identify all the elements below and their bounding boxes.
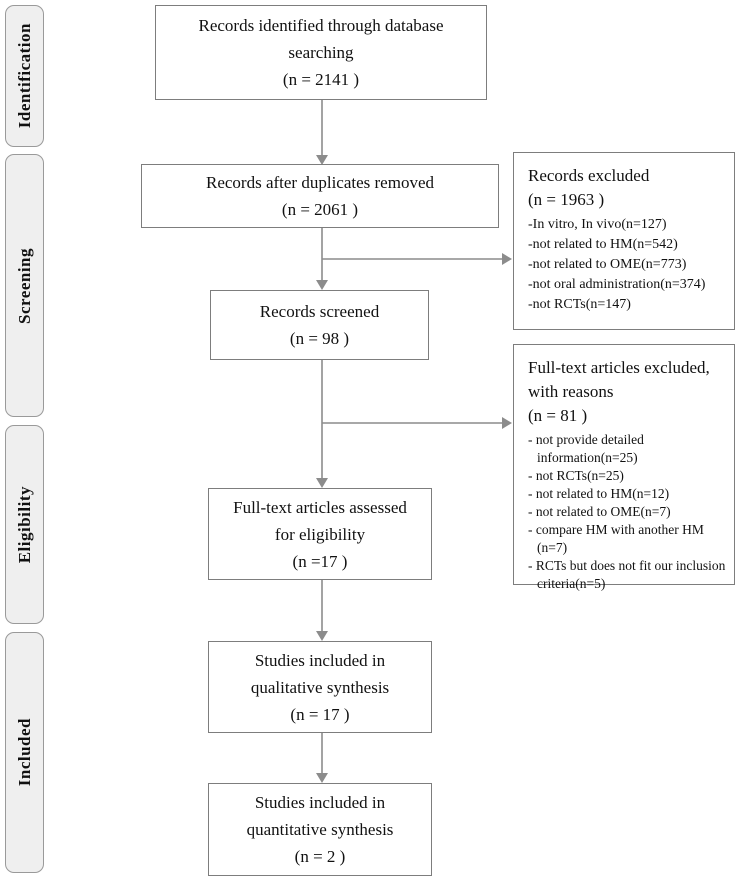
arrowhead-down-3 <box>316 478 328 488</box>
exclusion-count: (n = 81 ) <box>528 406 588 425</box>
stage-included-label: Included <box>14 718 34 787</box>
exclusion-title: Records excluded <box>528 166 650 185</box>
stage-eligibility: Eligibility <box>5 425 44 624</box>
exclusion-reason: -In vitro, In vivo(n=127) <box>528 217 667 232</box>
stage-included: Included <box>5 632 44 873</box>
box-line: for eligibility <box>274 524 366 544</box>
stage-screening-label: Screening <box>14 247 34 324</box>
box-line: Studies included in <box>254 793 386 812</box>
box-line: qualitative synthesis <box>250 677 390 697</box>
arrowhead-down-2 <box>316 280 328 290</box>
box-count: (n = 2061 ) <box>281 200 359 219</box>
arrowhead-down-4 <box>316 631 328 641</box>
exclusion-reason-list: - not provide detailed information(n=25)… <box>528 431 728 593</box>
arrowhead-down-5 <box>316 773 328 783</box>
exclusion-reason: - compare HM with another HM (n=7) <box>528 522 704 555</box>
box-count: (n = 17 ) <box>290 704 350 724</box>
exclusion-title: with reasons <box>528 382 614 401</box>
arrowhead-right-1 <box>502 253 512 265</box>
box-line: Records screened <box>259 302 380 321</box>
box-fulltext-assessed: Full-text articles assessed for eligibil… <box>208 488 432 580</box>
stage-screening: Screening <box>5 154 44 417</box>
box-records-identified: Records identified through database sear… <box>155 5 487 100</box>
exclusion-count: (n = 1963 ) <box>528 190 605 209</box>
arrowhead-right-2 <box>502 417 512 429</box>
box-duplicates-removed: Records after duplicates removed (n = 20… <box>141 164 499 228</box>
box-line: searching <box>288 43 354 62</box>
stage-identification: Identification <box>5 5 44 147</box>
exclusion-reason: - RCTs but does not fit our inclusion cr… <box>528 558 726 591</box>
exclusion-reason: - not RCTs(n=25) <box>528 468 624 483</box>
box-line: Full-text articles assessed <box>233 497 407 517</box>
box-line: Studies included in <box>254 650 386 670</box>
stage-eligibility-label: Eligibility <box>14 485 34 564</box>
box-quantitative-synthesis: Studies included in quantitative synthes… <box>208 783 432 876</box>
exclusion-reason: - not provide detailed information(n=25) <box>528 432 644 465</box>
box-line: quantitative synthesis <box>246 820 394 839</box>
box-count: (n = 2 ) <box>294 847 346 866</box>
box-fulltext-excluded: Full-text articles excluded, with reason… <box>513 344 735 591</box>
exclusion-reason: -not related to OME(n=773) <box>528 257 687 272</box>
exclusion-reason-list: -In vitro, In vivo(n=127) -not related t… <box>528 215 728 315</box>
exclusion-reason: -not related to HM(n=542) <box>528 237 678 252</box>
exclusion-reason: -not oral administration(n=374) <box>528 277 706 292</box>
box-qualitative-synthesis: Studies included in qualitative synthesi… <box>208 641 432 733</box>
box-count: (n =17 ) <box>292 551 348 571</box>
exclusion-reason: - not related to OME(n=7) <box>528 504 671 519</box>
box-count: (n = 98 ) <box>289 329 350 348</box>
stage-identification-label: Identification <box>14 23 34 129</box>
exclusion-reason: - not related to HM(n=12) <box>528 486 670 501</box>
exclusion-reason: -not RCTs(n=147) <box>528 297 631 312</box>
box-records-screened: Records screened (n = 98 ) <box>210 290 429 360</box>
box-records-excluded: Records excluded (n = 1963 ) -In vitro, … <box>513 152 735 330</box>
box-count: (n = 2141 ) <box>282 70 360 89</box>
exclusion-title: Full-text articles excluded, <box>528 358 710 377</box>
box-line: Records identified through database <box>198 16 444 35</box>
box-line: Records after duplicates removed <box>206 173 434 192</box>
